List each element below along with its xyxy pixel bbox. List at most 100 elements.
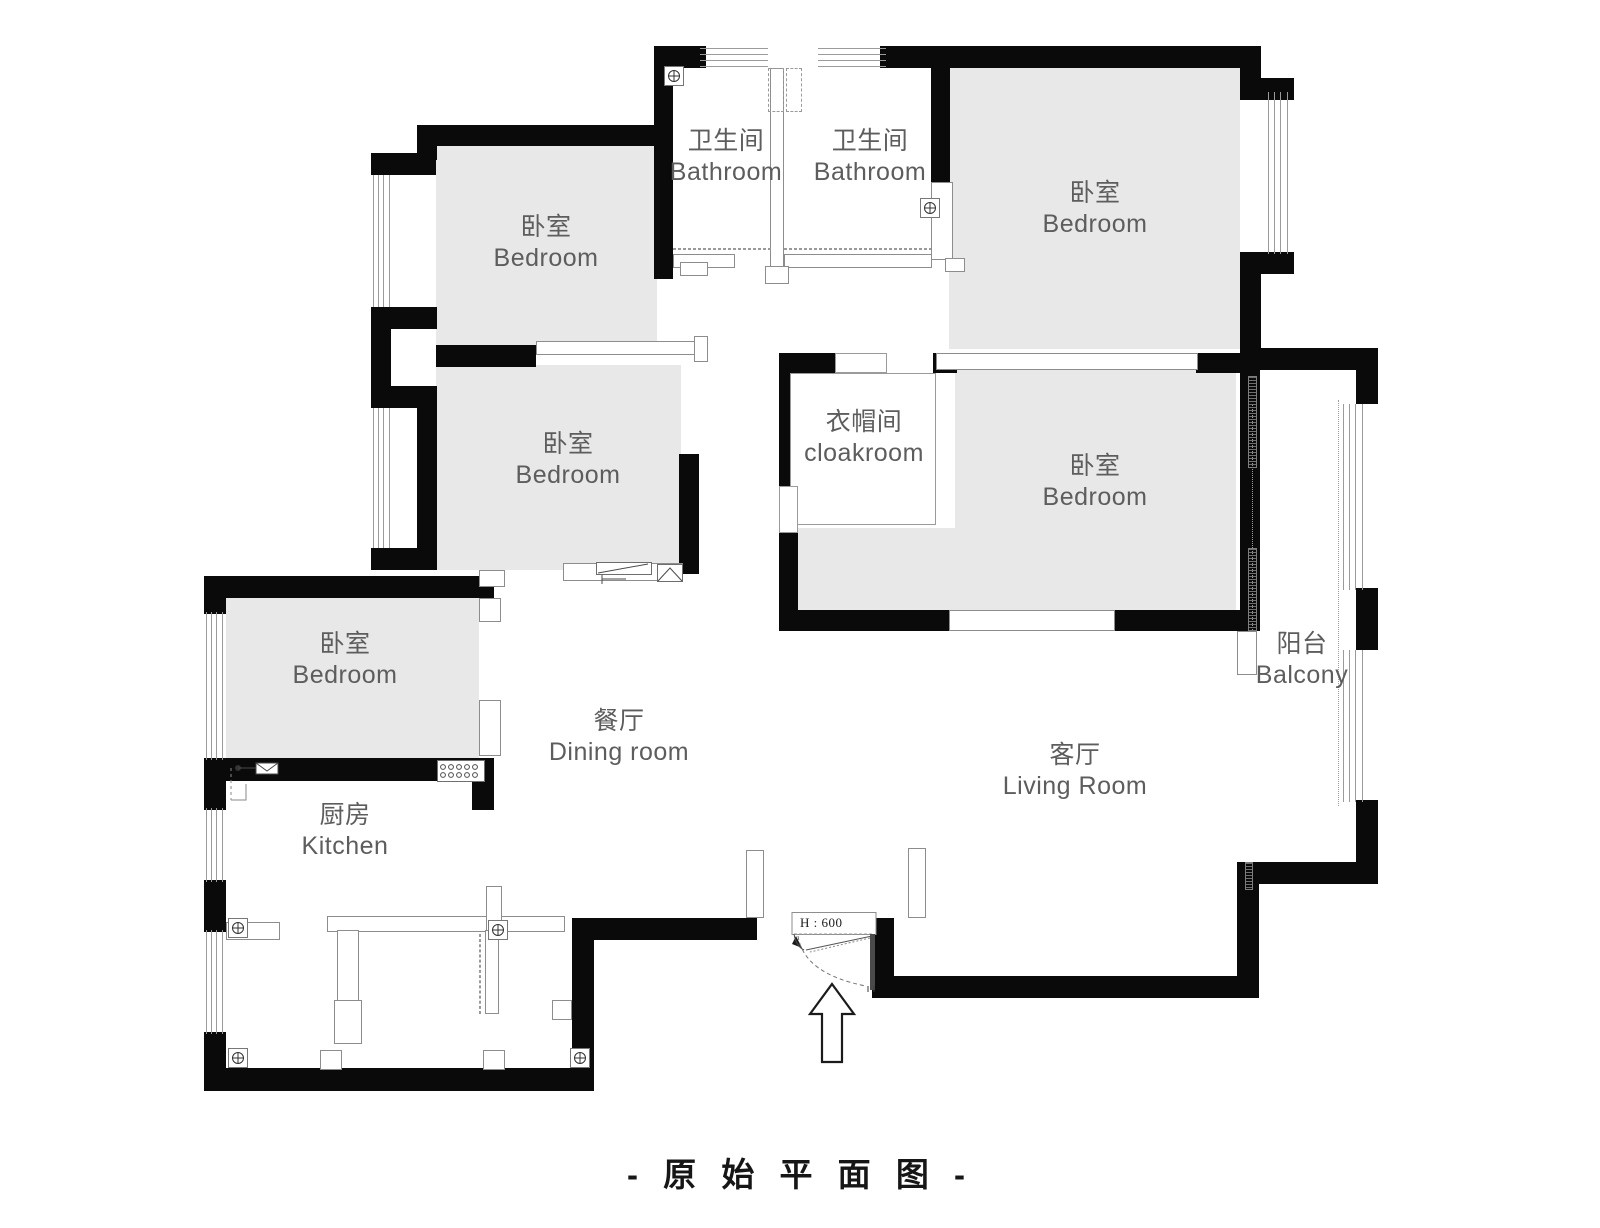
window-right-top-bedroom [1265,92,1291,254]
room-label-dining-room: 餐厅 Dining room [479,706,759,767]
entrance-door-swing-icon [790,912,890,997]
wall-living-room-step [1237,862,1359,884]
hatch-balcony-rail-upper [1248,376,1257,468]
wall-left-lower-vertical [417,386,437,570]
room-label-bedroom-middle-right-en: Bedroom [1042,482,1148,511]
room-label-living-room-en: Living Room [1002,771,1148,800]
room-label-bathroom-right: 卫生间 Bathroom [730,126,1010,187]
wall-left-outer-seg-3 [204,880,226,932]
wall-right-outer-top [1259,348,1378,370]
wall-bottom-outer [204,1068,594,1091]
room-label-bathroom-left-cn: 卫生间 [687,127,765,155]
room-label-living-room-cn: 客厅 [1049,741,1101,769]
door-nub-bedroom-bottom-left-lower [479,700,501,756]
room-label-bathroom-right-cn: 卫生间 [831,127,909,155]
partition-bathroom-pillar-bottom [765,266,789,284]
window-left-middle [371,408,393,548]
plan-title: - 原 始 平 面 图 - [627,1156,973,1193]
wall-mid-bottom-horizontal [572,918,757,940]
window-right-balcony-lower [1341,650,1365,802]
outlet-icon-kitchen-mid [488,920,508,940]
window-bathroom-top-right [818,46,886,68]
sill-dining-nub [479,570,505,587]
partition-cloakroom-right [790,373,936,525]
room-label-bathroom-left-en: Bathroom [669,157,783,186]
room-label-bedroom-top-left-en: Bedroom [493,243,599,272]
wall-entrance-bottom [872,976,1237,998]
room-fill-bedroom-middle-left [436,365,681,570]
hatch-living-room-pillar [1245,862,1253,890]
window-left-kitchen-lower [204,930,226,1034]
gas-meter-icon [226,760,284,806]
wall-top-right-bedroom-right-lower [1240,252,1261,362]
wall-bathroom-left-vertical [654,46,673,279]
wall-living-room-right-lower [1237,862,1259,998]
wall-middle-right-bedroom-bottom-b [1113,610,1260,631]
outlet-icon-kitchen-bottom-right [570,1048,590,1068]
partition-bathroom-left-sill-step [680,262,708,276]
window-bathroom-top-left [700,46,768,68]
cloakroom-opening-top [835,353,887,373]
wall-top-left-bedroom-top [417,125,657,146]
outlet-icon-kitchen-left [228,918,248,938]
door-nub-top-right-bedroom [945,258,965,272]
entrance-door-frame-left [746,850,764,918]
room-label-bedroom-middle-right: 卧室 Bedroom [955,451,1235,512]
kitchen-island-leg-left-cap [334,1000,362,1044]
guide-balcony-glass-inner [1252,404,1253,644]
sill-middle-right-bedroom-top [936,353,1198,370]
sill-middle-right-bedroom-bottom [949,610,1115,631]
wall-right-outer-seg-1 [1356,800,1378,884]
room-label-balcony-en: Balcony [1255,660,1349,689]
wall-between-left-bedrooms [436,345,536,367]
outlet-icon-kitchen-bottom-left [228,1048,248,1068]
room-label-bedroom-bottom-left-cn: 卧室 [319,630,371,658]
kitchen-base-nub-a [320,1050,342,1070]
kitchen-island-leg-right [485,930,499,1014]
wall-right-outer-seg-2 [1356,588,1378,650]
room-label-bedroom-bottom-left-en: Bedroom [292,660,398,689]
wall-middle-right-bedroom-bottom-a [779,610,951,631]
wall-bottom-left-bedroom-top [204,576,494,598]
wall-top-right-bedroom-top [931,46,1261,68]
kitchen-island-guide [479,934,481,1014]
room-label-cloakroom: 衣帽间 cloakroom [724,407,1004,468]
door-reveal-bathroom-right [786,68,802,112]
room-label-living-room: 客厅 Living Room [935,740,1215,801]
wall-left-lower-step [371,548,437,570]
wall-left-outer-seg-2 [204,758,226,810]
room-label-dining-room-cn: 餐厅 [593,707,645,735]
room-label-cloakroom-cn: 衣帽间 [825,408,903,436]
balcony-parapet-left [1237,631,1257,675]
guide-bathroom-left-dashed [673,248,771,250]
guide-bathroom-right-dashed [784,248,932,250]
wall-middle-left-bedroom-right [679,454,699,574]
door-nub-bedroom-bottom-left-upper [479,598,501,622]
door-reveal-bathroom-left [768,68,784,112]
room-label-bedroom-middle-right-cn: 卧室 [1069,452,1121,480]
door-reveal-top-right-bedroom [931,182,953,260]
room-label-bedroom-top-right: 卧室 Bedroom [955,178,1235,239]
room-label-kitchen: 厨房 Kitchen [205,800,485,861]
room-label-bedroom-top-right-cn: 卧室 [1069,179,1121,207]
room-label-bedroom-top-left: 卧室 Bedroom [406,212,686,273]
room-label-balcony-cn: 阳台 [1276,630,1328,658]
room-label-dining-room-en: Dining room [548,737,690,766]
entrance-door-height-tag: H : 600 [800,915,843,930]
partition-middle-left-top-nub [694,336,708,362]
kitchen-base-nub-c [552,1000,572,1020]
window-left-kitchen-upper [204,808,226,882]
room-label-bedroom-middle-left-cn: 卧室 [542,430,594,458]
wall-left-upper-vertical [417,125,437,160]
room-label-bedroom-bottom-left: 卧室 Bedroom [205,629,485,690]
kitchen-counter-top-run [327,916,565,932]
partition-bathroom-bottom-sill [784,254,932,268]
wall-cloakroom-left-lower [779,533,798,611]
room-fill-bedroom-middle-right-upper [955,368,1236,528]
room-label-cloakroom-en: cloakroom [804,438,924,467]
room-fill-bedroom-top-left [436,145,657,350]
room-label-kitchen-en: Kitchen [301,831,389,860]
room-label-bedroom-middle-left: 卧室 Bedroom [428,429,708,490]
wall-left-outer-seg-1 [204,576,226,614]
